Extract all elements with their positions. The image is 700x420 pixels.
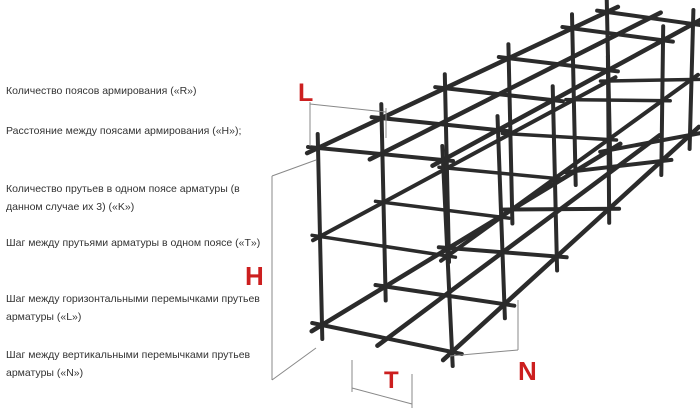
jumper-bottom-4 — [563, 157, 674, 175]
dim-t-line — [351, 387, 413, 405]
post-right-2 — [550, 84, 560, 273]
label-h: H — [245, 261, 264, 291]
dimension-lines — [271, 102, 519, 408]
longitudinal-bar-bottom-0 — [309, 141, 623, 334]
legend-item-r: Количество поясов армирования («R») — [6, 85, 197, 97]
legend-item-h: Расстояние между поясами армирования («H… — [6, 125, 242, 137]
rebar-cage — [304, 0, 700, 368]
longitudinal-bar-middle-0 — [311, 75, 618, 243]
post-left-3 — [506, 42, 515, 226]
longitudinal-bar-top-1 — [367, 10, 663, 162]
jumper-middle-4 — [564, 97, 672, 103]
dim-l-line — [309, 103, 387, 113]
legend-item-l: Шаг между горизонтальными перемычками пр… — [6, 293, 260, 323]
post-left-0 — [315, 132, 325, 341]
post-right-4 — [659, 24, 666, 177]
jumper-top-4 — [560, 25, 675, 44]
post-left-4 — [570, 12, 578, 187]
post-left-1 — [379, 102, 388, 303]
longitudinal-bar-top-2 — [430, 17, 700, 168]
longitudinal-bar-bottom-2 — [440, 124, 700, 363]
jumper-top-3 — [496, 55, 620, 74]
dim-n-base — [449, 349, 519, 357]
jumper-middle-2 — [437, 165, 565, 181]
longitudinal-bar-middle-2 — [439, 72, 700, 263]
jumper-bottom-3 — [500, 206, 622, 212]
legend-item-k: Количество прутьев в одном поясе арматур… — [6, 183, 240, 213]
post-right-1 — [495, 114, 507, 321]
jumper-middle-5 — [598, 77, 700, 83]
jumper-bottom-5 — [598, 131, 700, 154]
dim-h-top — [271, 159, 317, 177]
jumper-middle-3 — [500, 131, 619, 142]
jumper-top-5 — [595, 8, 700, 28]
label-l: L — [298, 79, 313, 107]
jumper-middle-1 — [373, 199, 511, 220]
longitudinal-bar-top-0 — [304, 4, 621, 156]
post-left-2 — [442, 72, 451, 264]
jumper-bottom-0 — [310, 321, 464, 356]
jumper-top-1 — [369, 115, 510, 134]
label-t: T — [384, 367, 399, 394]
legend-item-n: Шаг между вертикальными перемычками прут… — [6, 349, 251, 379]
dim-h-bottom — [271, 347, 317, 381]
legend-item-t: Шаг между прутьями арматуры в одном пояс… — [6, 237, 261, 249]
label-n: N — [518, 356, 537, 386]
jumper-top-2 — [433, 85, 565, 104]
post-left-5 — [604, 0, 613, 166]
longitudinal-bar-bottom-1 — [375, 133, 662, 348]
jumper-bottom-2 — [436, 245, 569, 260]
jumper-bottom-1 — [373, 283, 517, 308]
post-right-5 — [687, 8, 696, 151]
legend-panel: Количество поясов армирования («R») Расс… — [6, 0, 271, 420]
